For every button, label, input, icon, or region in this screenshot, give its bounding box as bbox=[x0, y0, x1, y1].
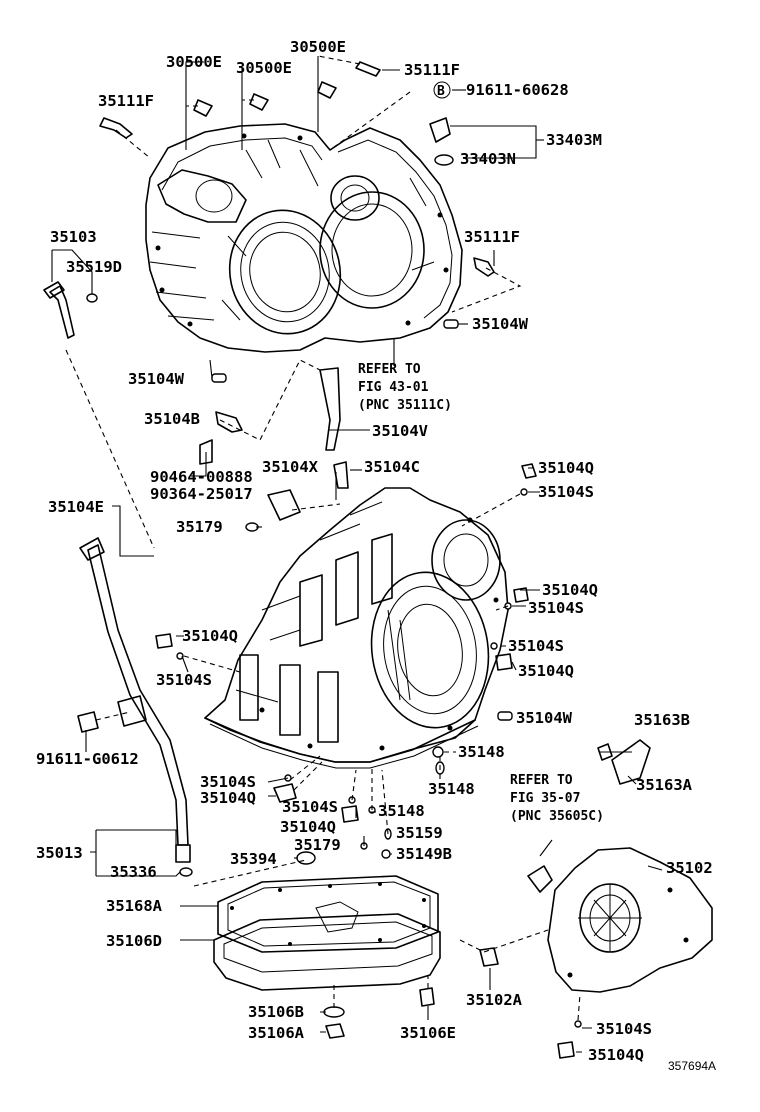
part-label: 35148 bbox=[458, 743, 505, 761]
part-label: 30500E bbox=[236, 59, 292, 77]
part-label: 35394 bbox=[230, 850, 277, 868]
part-label: 35104Q bbox=[588, 1046, 644, 1064]
part-label: 35519D bbox=[66, 258, 122, 276]
part-label: 35106B bbox=[248, 1003, 304, 1021]
part-label: 35104V bbox=[372, 422, 428, 440]
part-label: 35104S bbox=[538, 483, 594, 501]
b-mark-circle bbox=[433, 81, 451, 99]
part-label: 35104S bbox=[508, 637, 564, 655]
part-label: 35104Q bbox=[280, 818, 336, 836]
part-label: 30500E bbox=[290, 38, 346, 56]
part-label: 35163B bbox=[634, 711, 690, 729]
part-label: 91611-60628 bbox=[466, 81, 569, 99]
part-label: 35104W bbox=[128, 370, 185, 388]
part-label: 90464-00888 bbox=[150, 468, 253, 486]
part-label: 35179 bbox=[294, 836, 341, 854]
part-label: 35179 bbox=[176, 518, 223, 536]
transaxle-case bbox=[204, 487, 509, 769]
converter-housing bbox=[145, 123, 463, 353]
refer-note-2: (PNC 35605C) bbox=[510, 809, 604, 824]
part-label: 35168A bbox=[106, 897, 163, 915]
part-label: 35104Q bbox=[518, 662, 574, 680]
refer-note-2: FIG 35-07 bbox=[510, 791, 580, 806]
refer-note-1: (PNC 35111C) bbox=[358, 398, 452, 413]
part-label: 35106E bbox=[400, 1024, 456, 1042]
part-label: 91611-G0612 bbox=[36, 750, 139, 768]
fasteners bbox=[77, 61, 651, 1059]
part-label: 35104W bbox=[516, 709, 573, 727]
part-labels: 30500E 30500E 30500E 35111F 91611-60628 … bbox=[36, 38, 713, 1064]
part-label: 35111F bbox=[464, 228, 520, 246]
leader-lines bbox=[51, 55, 663, 1053]
reference-notes: REFER TO FIG 43-01 (PNC 35111C) REFER TO… bbox=[358, 362, 604, 824]
dipstick-tube bbox=[43, 281, 191, 863]
part-label: 35102A bbox=[466, 991, 523, 1009]
part-label: 35104W bbox=[472, 315, 529, 333]
part-label: 35104B bbox=[144, 410, 200, 428]
part-label: 30500E bbox=[166, 53, 222, 71]
part-label: 35106A bbox=[248, 1024, 305, 1042]
refer-note-1: FIG 43-01 bbox=[358, 380, 429, 395]
part-label: 35106D bbox=[106, 932, 162, 950]
part-label: 35111F bbox=[404, 61, 460, 79]
part-label: 35104E bbox=[48, 498, 104, 516]
part-label: 35111F bbox=[98, 92, 154, 110]
part-label: 35148 bbox=[378, 802, 425, 820]
part-label: 35336 bbox=[110, 863, 157, 881]
part-label: 35103 bbox=[50, 228, 97, 246]
part-label: 35013 bbox=[36, 844, 83, 862]
part-label: 35102 bbox=[666, 859, 713, 877]
part-label: 35104Q bbox=[542, 581, 598, 599]
part-label: 35104S bbox=[596, 1020, 652, 1038]
refer-note-1: REFER TO bbox=[358, 362, 421, 377]
part-label: 90364-25017 bbox=[150, 485, 253, 503]
oil-pan bbox=[213, 875, 441, 991]
part-label: 35104S bbox=[528, 599, 584, 617]
figure-code: 357694A bbox=[668, 1059, 716, 1073]
refer-note-2: REFER TO bbox=[510, 773, 573, 788]
part-label: 33403N bbox=[460, 150, 516, 168]
part-label: 35104S bbox=[200, 773, 256, 791]
extension-housing bbox=[527, 847, 713, 993]
part-label: 35163A bbox=[636, 776, 693, 794]
b-mark: B bbox=[437, 84, 445, 99]
part-label: 35159 bbox=[396, 824, 443, 842]
part-label: 33403M bbox=[546, 131, 602, 149]
part-label: 35104X bbox=[262, 458, 319, 476]
part-label: 35149B bbox=[396, 845, 452, 863]
part-label: 35104Q bbox=[200, 789, 256, 807]
part-label: 35104C bbox=[364, 458, 420, 476]
part-label: 35104S bbox=[156, 671, 212, 689]
part-label: 35104Q bbox=[182, 627, 238, 645]
part-label: 35148 bbox=[428, 780, 475, 798]
part-label: 35104Q bbox=[538, 459, 594, 477]
part-label: 35104S bbox=[282, 798, 338, 816]
